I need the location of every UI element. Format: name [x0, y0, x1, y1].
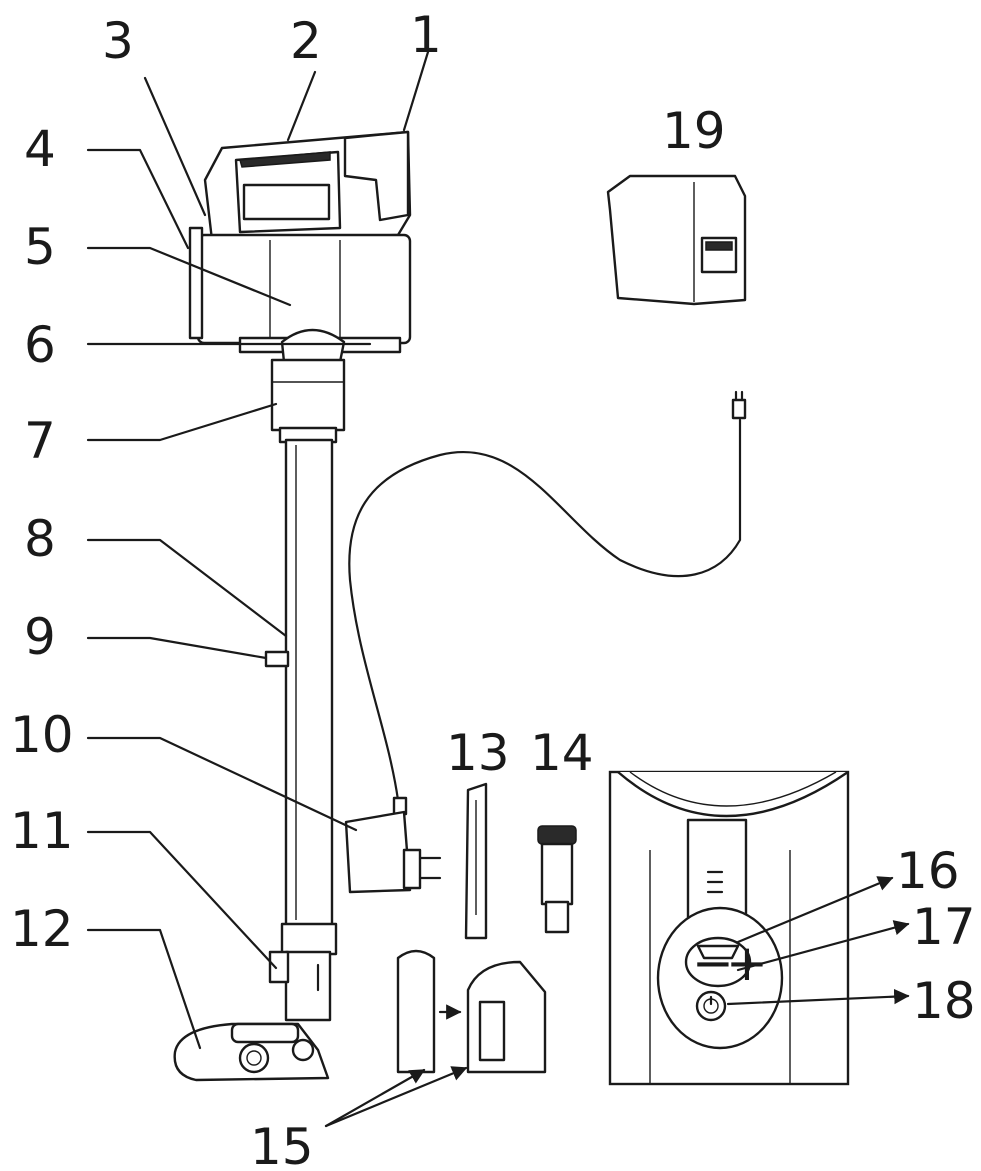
joint-knob: [291, 1038, 315, 1062]
brush-wheel: [238, 1042, 270, 1074]
callout-2: 2: [290, 12, 322, 70]
charger-cord: [348, 418, 742, 802]
leader-lines: [86, 50, 910, 1128]
minus-button-label: −: [692, 934, 734, 992]
lower-joint: [280, 922, 338, 956]
nozzle-release: [268, 950, 290, 984]
callout-16: 16: [896, 842, 960, 900]
callout-3: 3: [102, 12, 134, 70]
callout-17: 17: [912, 898, 976, 956]
extension-tube: [284, 438, 334, 928]
tube-connector: [270, 358, 346, 432]
bracket-spacer: [396, 949, 436, 1074]
stick-vacuum: [173, 130, 412, 1082]
callout-18: 18: [912, 972, 976, 1030]
callout-6: 6: [24, 316, 56, 374]
callout-5: 5: [24, 218, 56, 276]
callout-1: 1: [410, 6, 442, 64]
top-vent: [239, 151, 331, 168]
callout-4: 4: [24, 120, 56, 178]
callout-13: 13: [446, 724, 510, 782]
crevice-tool: [464, 782, 488, 940]
container-latch: [188, 226, 204, 340]
callout-9: 9: [24, 608, 56, 666]
dust-container: [196, 233, 412, 345]
control-panel-inset: − +: [608, 770, 850, 1086]
callout-19: 19: [662, 102, 726, 160]
callout-8: 8: [24, 510, 56, 568]
power-button: [695, 990, 727, 1022]
callout-11: 11: [10, 802, 74, 860]
wall-bracket: [396, 949, 547, 1074]
callout-numbers: 1 2 3 4 5 6 7 8 9 10 11 12 13 14 15 16 1…: [10, 6, 976, 1171]
rear-cap: [343, 130, 410, 222]
callout-10: 10: [10, 706, 74, 764]
tube-clip: [264, 650, 290, 668]
battery-pack: [606, 174, 747, 306]
charger-adapter: [344, 390, 747, 894]
brush-tool: [537, 825, 577, 934]
grip-window: [242, 183, 331, 221]
cyclone-cone: [280, 328, 346, 364]
callout-7: 7: [24, 412, 56, 470]
callout-15: 15: [250, 1118, 314, 1171]
nozzle-neck: [284, 950, 332, 1022]
callout-14: 14: [530, 724, 594, 782]
callout-12: 12: [10, 900, 74, 958]
